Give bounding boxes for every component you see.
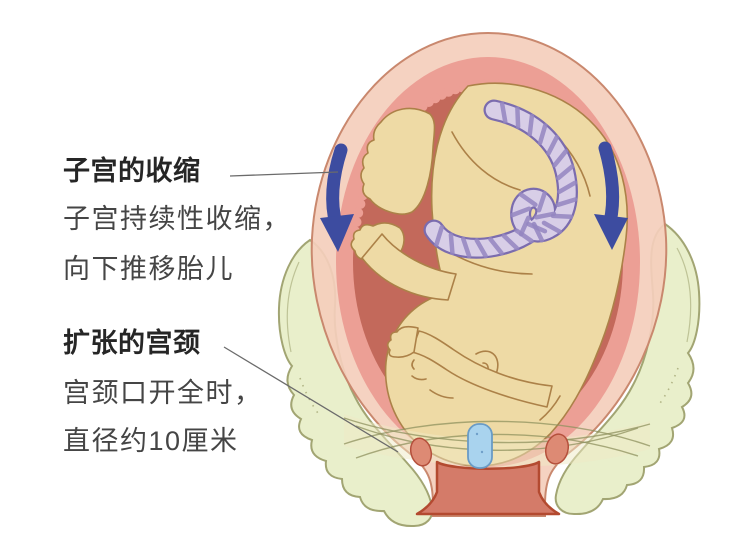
pubic-symphysis: [467, 423, 493, 469]
fetus-shin: [361, 233, 457, 301]
cervix-label-line1: 宫颈口开全时，: [63, 378, 263, 408]
fetus-hand: [386, 325, 419, 358]
contraction-arrow-left-icon: [320, 143, 354, 252]
fetus-head-face: [386, 325, 553, 408]
fetus-foot-upper: [360, 107, 436, 215]
contraction-label-title: 子宫的收缩: [63, 156, 201, 186]
leader-line-cervix: [223, 346, 399, 453]
leader-line-contraction: [229, 171, 339, 177]
contraction-label-line2: 向下推移胎儿: [63, 254, 234, 284]
cervix-right-lip: [544, 433, 570, 465]
cervix-label-title: 扩张的宫颈: [63, 328, 201, 358]
contraction-arrow-right-icon: [594, 141, 628, 250]
cervix-label-line2: 直径约10厘米: [63, 426, 239, 456]
cervix-left-lip: [409, 437, 433, 467]
umbilical-cord: [423, 99, 578, 259]
birth-canal: [415, 460, 561, 516]
cord-twist-bands: [434, 101, 578, 259]
contraction-label-line1: 子宫持续性收缩，: [63, 204, 291, 234]
